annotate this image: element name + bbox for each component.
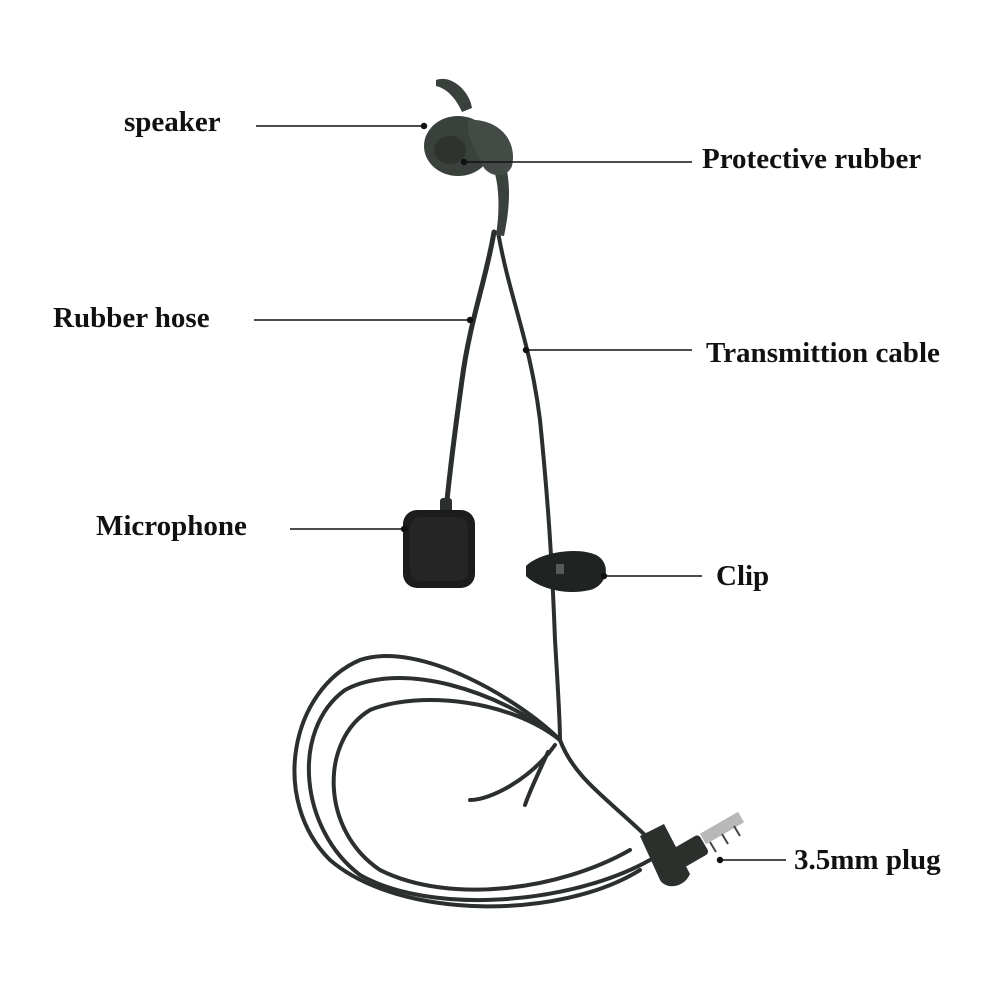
label-rubber-hose: Rubber hose [53, 302, 210, 334]
clip [526, 551, 606, 593]
plug-cable [558, 738, 652, 842]
label-protective-rubber: Protective rubber [702, 143, 922, 175]
earpiece-neck [490, 154, 509, 236]
leader-lines [254, 122, 786, 864]
transmission-cable [496, 230, 562, 742]
label-speaker: speaker [124, 106, 221, 138]
label-transmission-cable: Transmittion cable [706, 337, 940, 369]
coiled-cable [292, 654, 652, 909]
rubber-hose [443, 229, 497, 513]
label-microphone: Microphone [96, 510, 247, 542]
plug-3-5mm [640, 811, 745, 887]
label-plug: 3.5mm plug [794, 844, 941, 876]
microphone-foam [403, 498, 475, 588]
label-clip: Clip [716, 560, 770, 592]
